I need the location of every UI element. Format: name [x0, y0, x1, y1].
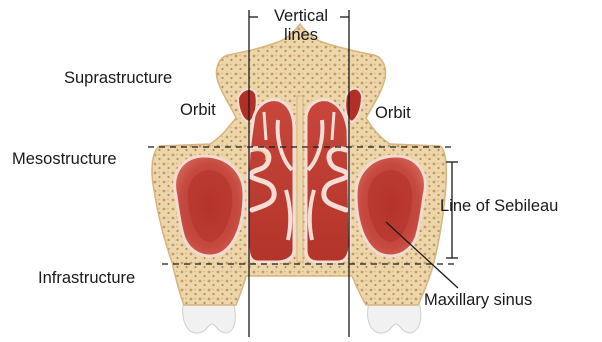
mesostructure-label: Mesostructure: [12, 150, 117, 169]
vertical-lines-label-line1: Vertical: [262, 7, 340, 26]
orbit-right-label: Orbit: [375, 104, 411, 123]
suprastructure-label: Suprastructure: [64, 69, 172, 88]
infrastructure-label: Infrastructure: [38, 269, 135, 288]
maxillary-sinus-label: Maxillary sinus: [424, 291, 532, 310]
vertical-lines-label: Vertical lines: [262, 7, 340, 45]
line-of-sebileau-label: Line of Sebileau: [440, 197, 558, 216]
nasal-cavity: [248, 96, 350, 262]
orbit-left-label: Orbit: [180, 101, 216, 120]
vertical-lines-label-line2: lines: [262, 26, 340, 45]
